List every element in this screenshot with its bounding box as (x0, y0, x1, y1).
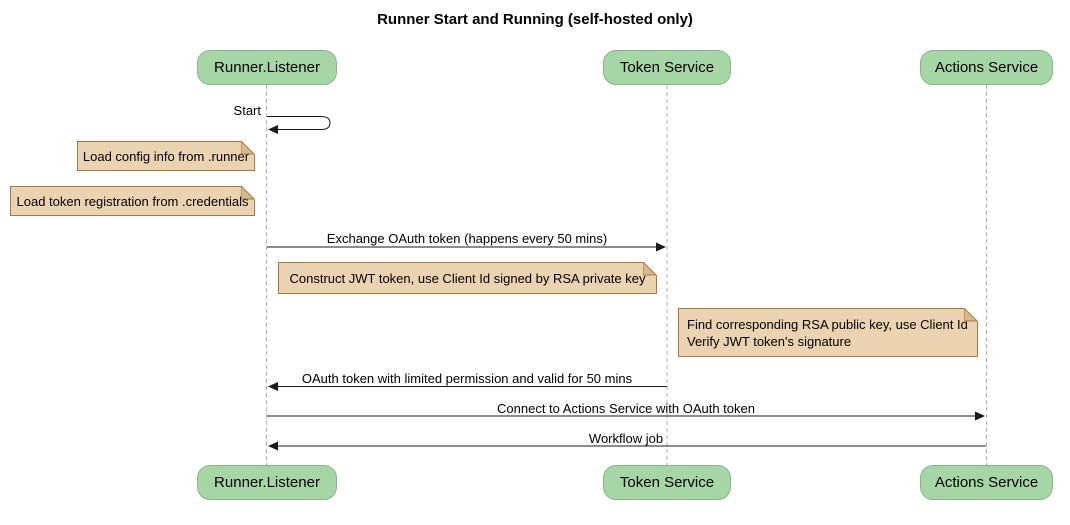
participant-runner-listener-top: Runner.Listener (197, 50, 337, 85)
arrowhead-connect-actions (975, 411, 985, 421)
note-text-line-2: Verify JWT token's signature (687, 333, 852, 349)
note-text: Load token registration from .credential… (16, 193, 249, 209)
note-text: Load config info from .runner (82, 148, 250, 164)
arrowhead-start (268, 125, 278, 134)
message-label-oauth-token-back: OAuth token with limited permission and … (301, 371, 633, 386)
participant-actions-service-bottom: Actions Service (920, 465, 1053, 500)
note-fold-icon (241, 186, 255, 200)
note-fold-icon (241, 141, 255, 155)
self-message-start-line (267, 116, 331, 130)
note-text-line-1: Find corresponding RSA public key, use C… (687, 316, 968, 332)
note-load-config: Load config info from .runner (77, 141, 255, 171)
note-fold-icon (964, 308, 978, 322)
message-label-exchange-oauth: Exchange OAuth token (happens every 50 m… (326, 231, 608, 246)
note-verify-jwt: Find corresponding RSA public key, use C… (678, 308, 978, 357)
arrowhead-exchange-oauth (656, 242, 666, 252)
participant-actions-service-top: Actions Service (920, 50, 1053, 85)
participant-runner-listener-bottom: Runner.Listener (197, 465, 337, 500)
note-load-token-registration: Load token registration from .credential… (10, 186, 255, 216)
message-label-connect-actions: Connect to Actions Service with OAuth to… (497, 401, 755, 416)
arrowhead-oauth-token-back (268, 382, 278, 391)
note-text: Construct JWT token, use Client Id signe… (289, 270, 646, 286)
message-label-start: Start (233, 103, 261, 118)
message-label-workflow-job: Workflow job (588, 431, 664, 446)
participant-token-service-bottom: Token Service (603, 465, 731, 500)
diagram-title: Runner Start and Running (self-hosted on… (377, 11, 693, 28)
arrowhead-workflow-job (268, 441, 278, 451)
note-construct-jwt: Construct JWT token, use Client Id signe… (278, 262, 657, 294)
note-fold-icon (643, 262, 657, 276)
participant-token-service-top: Token Service (603, 50, 731, 85)
